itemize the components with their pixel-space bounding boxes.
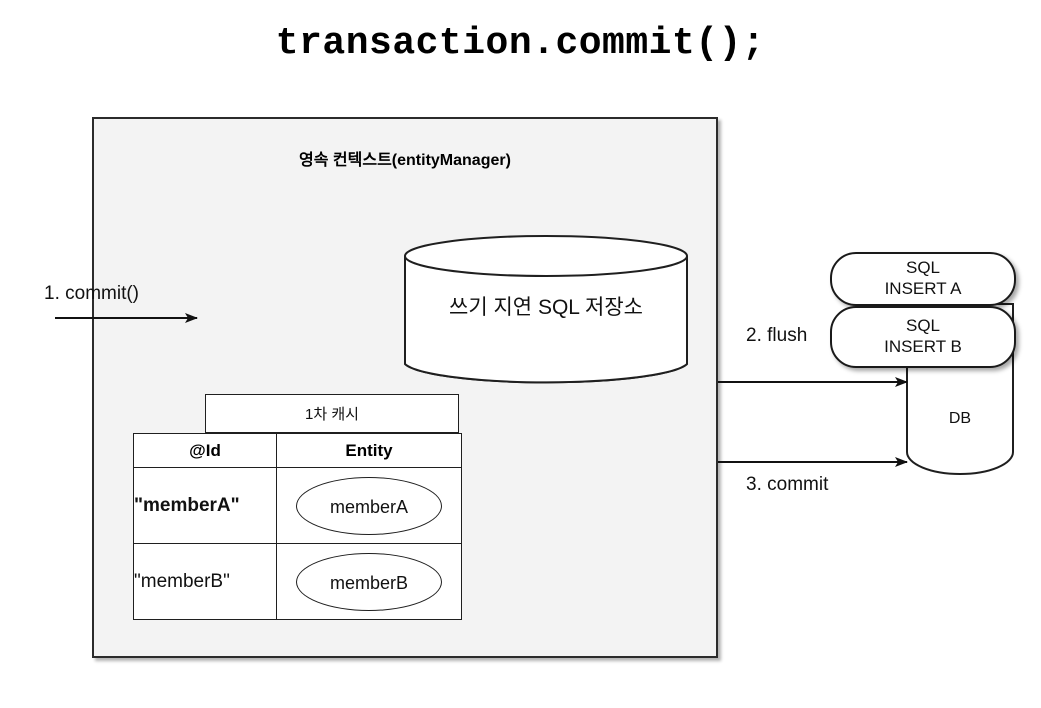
page-title: transaction.commit(); (275, 22, 766, 65)
sql-insert-b-line1: SQL (905, 316, 941, 336)
write-behind-sql-store-cylinder (403, 234, 689, 386)
cache-key-member-a: "memberA" (133, 467, 277, 544)
column-header-entity: Entity (276, 433, 462, 468)
table-header-row: @Id Entity (133, 433, 462, 468)
sql-insert-b-line2: INSERT B (884, 337, 962, 356)
cache-key-member-b: "memberB" (133, 543, 277, 620)
first-level-cache-table: @Id Entity "memberA" memberA "memberB" m… (133, 433, 462, 620)
persistence-context-label: 영속 컨텍스트(entityManager) (299, 152, 511, 169)
first-level-cache-caption: 1차 캐시 (205, 394, 459, 433)
sql-insert-a-box: SQL INSERT A (830, 252, 1016, 306)
arrow-label-flush: 2. flush (746, 325, 808, 346)
write-behind-sql-store-label: 쓰기 지연 SQL 저장소 (449, 296, 643, 319)
table-row: "memberB" memberB (133, 543, 462, 620)
sql-insert-a-line2: INSERT A (884, 279, 962, 298)
entity-ellipse-member-a: memberA (296, 476, 442, 535)
entity-ellipse-member-b: memberB (296, 552, 442, 611)
sql-insert-b-box: SQL INSERT B (830, 306, 1016, 368)
database-label: DB (948, 410, 972, 427)
table-row: "memberA" memberA (133, 467, 462, 544)
cache-entity-cell-member-b: memberB (276, 543, 462, 620)
column-header-id: @Id (133, 433, 277, 468)
cache-entity-cell-member-a: memberA (276, 467, 462, 544)
sql-insert-a-line1: SQL (905, 258, 941, 278)
arrow-label-commit-db: 3. commit (746, 474, 829, 495)
arrow-label-commit: 1. commit() (44, 283, 139, 304)
